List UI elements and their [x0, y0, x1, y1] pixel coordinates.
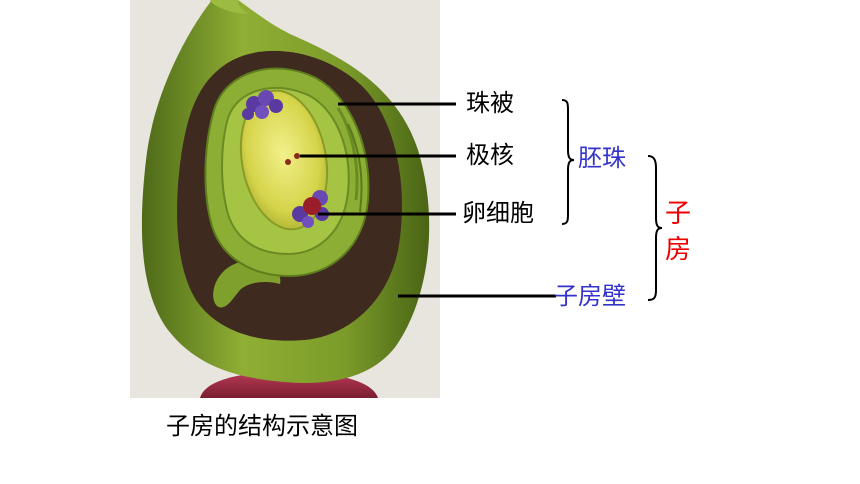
label-egg-cell: 卵细胞: [462, 199, 534, 227]
polar-nucleus: [285, 159, 291, 165]
label-polar-nuclei: 极核: [466, 141, 514, 169]
label-ovule: 胚珠: [578, 144, 626, 172]
label-integument: 珠被: [466, 89, 514, 117]
integument-fold: [336, 107, 359, 201]
label-ovary: 子 房: [665, 196, 691, 268]
diagram-caption: 子房的结构示意图: [166, 412, 358, 440]
embryo-sac: [239, 89, 329, 231]
label-ovary-char1: 子: [665, 199, 692, 229]
brace-ovule: [561, 99, 575, 225]
label-ovary-wall: 子房壁: [554, 282, 626, 310]
brace-ovary: [647, 155, 663, 301]
polar-nucleus: [294, 153, 300, 159]
antipodal-cells: [242, 90, 283, 120]
label-ovary-char2: 房: [665, 235, 692, 265]
integument-fold: [347, 123, 363, 213]
style-stalk: [210, 0, 248, 14]
